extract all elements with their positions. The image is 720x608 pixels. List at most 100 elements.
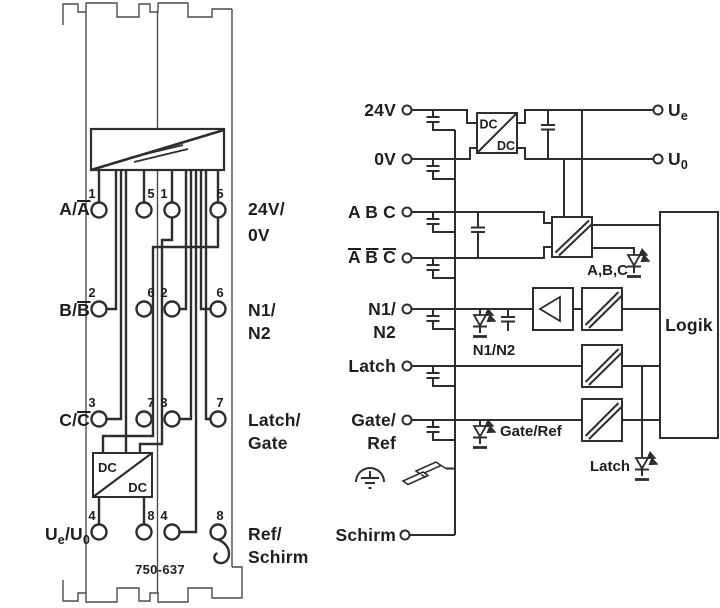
input-label-gate: Gate/ bbox=[351, 410, 396, 430]
din-rail-icon bbox=[401, 461, 455, 486]
schematic: 24V 0V DC DC Ue U0 bbox=[335, 100, 719, 545]
module-drawing: DC DC 1 5 1 5 2 bbox=[45, 2, 309, 603]
terminal-number: 4 bbox=[160, 508, 168, 523]
led-label-n1n2: N1/N2 bbox=[473, 342, 516, 359]
terminal-number: 4 bbox=[88, 508, 96, 523]
dcdc-converter-box: DC DC bbox=[476, 112, 518, 154]
logic-box: Logik bbox=[659, 211, 719, 439]
capacitor-icon bbox=[426, 159, 455, 180]
marking-cover-box bbox=[89, 127, 226, 172]
capacitor-icon bbox=[426, 420, 455, 441]
terminal-number: 6 bbox=[147, 285, 154, 300]
terminal-3-latch bbox=[163, 410, 181, 428]
label-latch-gate-2: Gate bbox=[248, 433, 288, 453]
capacitor-icon bbox=[471, 212, 485, 258]
terminal-number: 7 bbox=[216, 395, 223, 410]
terminal-number: 8 bbox=[216, 508, 223, 523]
input-label-latch: Latch bbox=[348, 356, 396, 376]
terminal-5-a bbox=[135, 201, 153, 219]
module-left-labels: A/A B/B C/C Ue/U0 bbox=[45, 199, 91, 547]
terminal-6-b bbox=[135, 300, 153, 318]
terminal-7-gate bbox=[209, 410, 227, 428]
input-label-abc: A B C bbox=[348, 202, 396, 222]
led-icon bbox=[472, 418, 497, 449]
input-label-n2: N2 bbox=[373, 322, 396, 342]
input-terminal-24v bbox=[401, 104, 413, 116]
label-n1-n2-1: N1/ bbox=[248, 300, 276, 320]
label-ue-u0: Ue/U0 bbox=[45, 524, 90, 547]
terminal-8-schirm bbox=[209, 523, 227, 541]
optocoupler-icon bbox=[551, 216, 593, 258]
terminal-8-u0 bbox=[135, 523, 153, 541]
label-ref-schirm-1: Ref/ bbox=[248, 524, 282, 544]
led-icon bbox=[626, 247, 651, 278]
led-icon bbox=[634, 450, 659, 481]
terminal-1-a bbox=[90, 201, 108, 219]
capacitor-icon bbox=[426, 110, 455, 131]
label-24v-0v-1: 24V/ bbox=[248, 199, 285, 219]
terminal-number: 2 bbox=[88, 285, 95, 300]
dcdc-label-bottom: DC bbox=[497, 139, 515, 153]
label-latch-gate-1: Latch/ bbox=[248, 410, 301, 430]
led-label-abc: A,B,C bbox=[587, 262, 628, 279]
input-terminal-n1n2 bbox=[401, 303, 413, 315]
input-terminal-gateref bbox=[401, 414, 413, 426]
terminal-1-24v bbox=[163, 201, 181, 219]
terminal-number: 1 bbox=[160, 186, 167, 201]
led-label-latch: Latch bbox=[590, 458, 630, 475]
input-terminal-abc bbox=[401, 206, 413, 218]
capacitor-icon bbox=[426, 258, 455, 279]
label-ref-schirm-2: Schirm bbox=[248, 547, 309, 567]
module-dcdc-label-bottom: DC bbox=[128, 480, 147, 495]
terminal-number: 8 bbox=[147, 508, 154, 523]
input-label-24v: 24V bbox=[364, 100, 396, 120]
dcdc-label-top: DC bbox=[480, 118, 498, 132]
capacitor-icon bbox=[541, 110, 555, 159]
label-b: B/B bbox=[59, 300, 90, 320]
part-number: 750-637 bbox=[135, 562, 185, 577]
output-label-u0: U0 bbox=[668, 149, 688, 172]
terminal-number: 3 bbox=[160, 395, 167, 410]
led-label-gateref: Gate/Ref bbox=[500, 423, 563, 440]
shield-hook-icon bbox=[213, 538, 231, 565]
terminal-circles bbox=[90, 201, 227, 541]
terminal-numbers: 1 5 1 5 2 6 2 6 3 7 3 7 4 8 4 8 bbox=[88, 186, 223, 523]
input-terminal-latch bbox=[401, 360, 413, 372]
terminal-number: 7 bbox=[147, 395, 154, 410]
terminal-6-n2 bbox=[209, 300, 227, 318]
terminal-4-ue bbox=[90, 523, 108, 541]
input-label-ref: Ref bbox=[367, 433, 396, 453]
input-terminal-0v bbox=[401, 153, 413, 165]
receiver-buffer-box bbox=[532, 287, 574, 331]
terminal-5-0v bbox=[209, 201, 227, 219]
label-24v-0v-2: 0V bbox=[248, 225, 270, 245]
module-internal-wires bbox=[97, 170, 231, 565]
input-terminal-schirm bbox=[399, 529, 411, 541]
input-label-n1: N1/ bbox=[368, 299, 396, 319]
capacitor-icon bbox=[426, 366, 455, 387]
led-icon bbox=[472, 307, 497, 338]
input-label-abc-inverted: A B C bbox=[348, 247, 396, 267]
terminal-number: 3 bbox=[88, 395, 95, 410]
capacitor-icon bbox=[426, 309, 455, 330]
capacitor-icon bbox=[501, 309, 515, 331]
label-c: C/C bbox=[59, 410, 90, 430]
label-n1-n2-2: N2 bbox=[248, 323, 271, 343]
earth-ground-icon bbox=[355, 467, 385, 489]
terminal-3-c bbox=[90, 410, 108, 428]
module-dcdc-label-top: DC bbox=[98, 460, 117, 475]
terminal-7-c bbox=[135, 410, 153, 428]
output-terminal-u0 bbox=[652, 153, 664, 165]
terminal-number: 6 bbox=[216, 285, 223, 300]
input-label-0v: 0V bbox=[374, 149, 396, 169]
terminal-4-ref bbox=[163, 523, 181, 541]
module-right-labels: 24V/ 0V N1/ N2 Latch/ Gate Ref/ Schirm bbox=[248, 199, 309, 567]
label-a: A/A bbox=[59, 199, 90, 219]
output-label-ue: Ue bbox=[668, 100, 688, 123]
output-terminal-ue bbox=[652, 104, 664, 116]
optocoupler-icon bbox=[581, 287, 623, 331]
terminal-2-b bbox=[90, 300, 108, 318]
module-dcdc-converter-box: DC DC bbox=[92, 452, 153, 498]
terminal-number: 2 bbox=[160, 285, 167, 300]
